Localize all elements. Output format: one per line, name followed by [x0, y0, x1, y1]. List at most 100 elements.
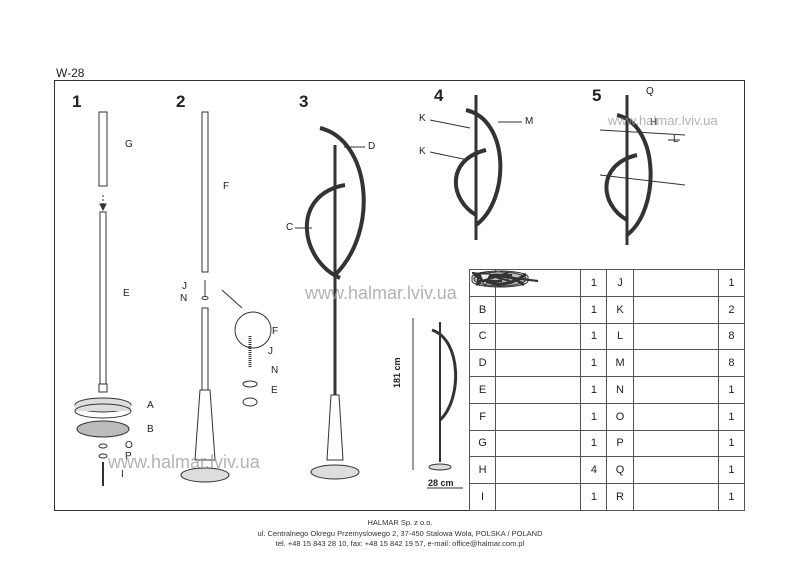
part-letter: D — [468, 349, 497, 378]
part-letter: E — [468, 376, 497, 404]
part-quantity: 1 — [717, 269, 746, 297]
finial-icon — [478, 273, 719, 485]
model-code: W-28 — [56, 66, 85, 80]
part-quantity: 1 — [580, 349, 608, 378]
allen-key-icon — [476, 272, 719, 511]
label-q: Q — [646, 86, 654, 97]
step-1-number: 1 — [72, 92, 82, 111]
part-quantity: 4 — [580, 456, 608, 485]
part-letter: O — [606, 402, 634, 431]
part-f-tube — [201, 111, 209, 273]
label-c: C — [286, 222, 294, 233]
part-d-arc — [319, 126, 366, 277]
parts-table: A1J1B1K2C1L8D1M8E1N1F1O1G1P1H4Q1I1R1 — [468, 269, 746, 511]
label-j: J — [182, 281, 187, 292]
part-b-plate — [76, 420, 130, 438]
part-letter: M — [606, 349, 634, 378]
instruction-frame — [54, 80, 745, 511]
part-letter: L — [606, 322, 634, 351]
step-4-number: 4 — [434, 86, 444, 105]
part-quantity: 1 — [717, 402, 746, 431]
part-letter: P — [606, 429, 634, 458]
arc-large-icon — [472, 272, 582, 378]
label-p: P — [125, 451, 132, 462]
label-o: O — [125, 440, 133, 451]
part-o-washer — [98, 443, 108, 449]
part-quantity: 2 — [717, 295, 746, 324]
part-letter: B — [468, 295, 497, 324]
label-h: H — [650, 117, 658, 128]
part-quantity: 8 — [717, 322, 746, 351]
part-letter: K — [606, 295, 634, 324]
part-quantity: 8 — [717, 349, 746, 378]
part-quantity: 1 — [717, 429, 746, 458]
label-f-detail: F — [272, 326, 279, 337]
label-e: E — [123, 288, 130, 299]
label-k-top: K — [419, 113, 426, 124]
part-p-ring — [98, 453, 108, 459]
tube-icon — [471, 271, 582, 431]
spring-icon — [477, 269, 719, 297]
part-letter: F — [468, 402, 497, 431]
step-2-number: 2 — [176, 92, 186, 111]
label-n-detail: N — [271, 365, 279, 376]
part-letter: Q — [606, 456, 634, 485]
label-a: A — [147, 400, 154, 411]
led-plate-icon — [473, 271, 582, 324]
footer-company: HALMAR Sp. z o.o. — [367, 518, 433, 527]
part-quantity: 1 — [580, 322, 608, 351]
label-j-detail: J — [268, 346, 273, 357]
part-e-tube — [99, 211, 107, 385]
part-letter: H — [468, 456, 497, 485]
part-c-arc — [304, 183, 346, 280]
rod-icon — [479, 271, 582, 485]
part-letter: I — [468, 483, 497, 511]
washer-icon — [478, 273, 719, 431]
label-n: N — [180, 293, 188, 304]
step-3-number: 3 — [299, 92, 309, 111]
part-letter: C — [468, 322, 497, 351]
watermark-top-right: www.halmar.lviv.ua — [608, 113, 718, 128]
label-k-bottom: K — [419, 146, 426, 157]
part-quantity: 1 — [717, 483, 746, 511]
cylinder-icon — [478, 270, 719, 378]
part-quantity: 1 — [717, 376, 746, 404]
nut-icon — [478, 272, 719, 404]
arc-small-icon — [474, 273, 582, 351]
label-b: B — [147, 424, 154, 435]
part-g-tube — [98, 111, 108, 187]
part-quantity: 1 — [580, 295, 608, 324]
bolt-icon — [477, 272, 719, 351]
part-letter: J — [606, 269, 634, 297]
label-l: L — [673, 134, 679, 145]
height-dimension: 181 cm — [392, 357, 402, 388]
part-quantity: 1 — [580, 376, 608, 404]
watermark-center: www.halmar.lviv.ua — [305, 283, 457, 303]
part-letter: G — [468, 429, 497, 458]
part-quantity: 1 — [580, 402, 608, 431]
tube-long-icon — [471, 271, 582, 404]
label-d: D — [368, 141, 376, 152]
width-dimension: 28 cm — [428, 478, 454, 488]
part-quantity: 1 — [580, 483, 608, 511]
ring-icon — [478, 272, 719, 458]
step-5-number: 5 — [592, 86, 602, 105]
label-f: F — [223, 181, 230, 192]
part-letter: R — [606, 483, 634, 511]
label-g: G — [125, 139, 133, 150]
part-letter: N — [606, 376, 634, 404]
label-m: M — [525, 116, 534, 127]
screw-icon — [478, 272, 719, 324]
tube-short-icon — [477, 273, 582, 458]
label-e-detail: E — [271, 385, 278, 396]
footer-contact: tel. +48 15 843 28 10, fax: +48 15 842 1… — [275, 539, 525, 548]
